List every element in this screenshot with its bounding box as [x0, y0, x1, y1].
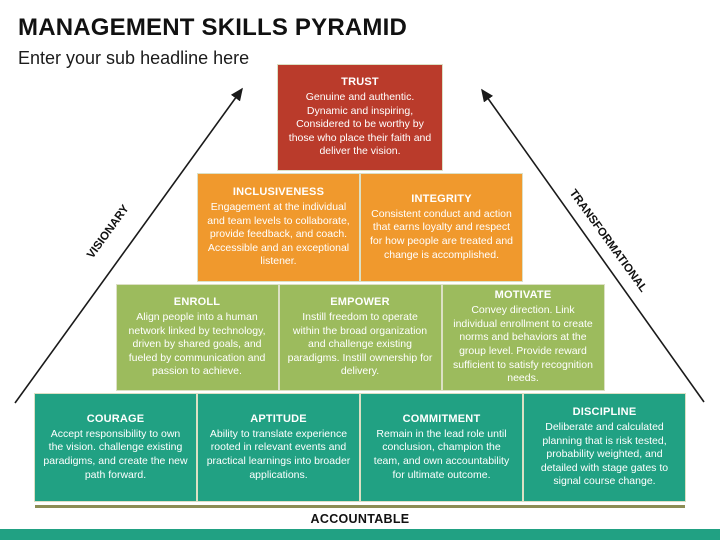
accountable-label: ACCOUNTABLE: [310, 512, 410, 526]
block-title: INTEGRITY: [411, 192, 472, 205]
pyramid-block-inclusiveness: INCLUSIVENESS Engagement at the individu…: [197, 173, 360, 282]
pyramid-block-integrity: INTEGRITY Consistent conduct and action …: [360, 173, 523, 282]
block-description: Instill freedom to operate within the br…: [287, 310, 433, 378]
pyramid-block-discipline: DISCIPLINE Deliberate and calculated pla…: [523, 393, 686, 502]
block-description: Remain in the lead role until conclusion…: [373, 427, 510, 481]
block-description: Accept responsibility to own the vision.…: [43, 427, 188, 481]
block-title: ENROLL: [173, 295, 221, 308]
block-description: Ability to translate experience rooted i…: [206, 427, 351, 481]
block-title: COMMITMENT: [402, 412, 481, 425]
pyramid-level-1: TRUST Genuine and authentic. Dynamic and…: [0, 64, 720, 171]
page-subtitle: Enter your sub headline here: [18, 48, 250, 68]
footer-accent-bar: [0, 529, 720, 540]
pyramid-block-commitment: COMMITMENT Remain in the lead role until…: [360, 393, 523, 502]
pyramid-block-motivate: MOTIVATE Convey direction. Link individu…: [441, 284, 605, 391]
pyramid-level-4: COURAGE Accept responsibility to own the…: [0, 393, 720, 502]
accountable-divider-line: [35, 505, 685, 508]
pyramid-block-courage: COURAGE Accept responsibility to own the…: [34, 393, 197, 502]
block-title: DISCIPLINE: [572, 405, 637, 418]
block-description: Align people into a human network linked…: [128, 310, 266, 378]
pyramid-level-2: INCLUSIVENESS Engagement at the individu…: [0, 173, 720, 282]
block-description: Genuine and authentic. Dynamic and inspi…: [288, 90, 432, 158]
block-description: Convey direction. Link individual enroll…: [453, 304, 593, 385]
pyramid-block-empower: EMPOWER Instill freedom to operate withi…: [278, 284, 442, 391]
block-title: APTITUDE: [250, 412, 307, 425]
block-title: INCLUSIVENESS: [232, 185, 325, 198]
page-title: MANAGEMENT SKILLS PYRAMID: [18, 14, 407, 41]
pyramid-level-3: ENROLL Align people into a human network…: [0, 284, 720, 391]
block-description: Deliberate and calculated planning that …: [540, 420, 669, 488]
block-description: Engagement at the individual and team le…: [207, 200, 350, 268]
block-title: TRUST: [341, 75, 379, 88]
pyramid-block-trust: TRUST Genuine and authentic. Dynamic and…: [277, 64, 443, 171]
block-title: MOTIVATE: [494, 289, 552, 302]
block-description: Consistent conduct and action that earns…: [369, 207, 514, 261]
pyramid-block-enroll: ENROLL Align people into a human network…: [115, 284, 279, 391]
pyramid-block-aptitude: APTITUDE Ability to translate experience…: [197, 393, 360, 502]
block-title: COURAGE: [86, 412, 145, 425]
block-title: EMPOWER: [330, 295, 390, 308]
